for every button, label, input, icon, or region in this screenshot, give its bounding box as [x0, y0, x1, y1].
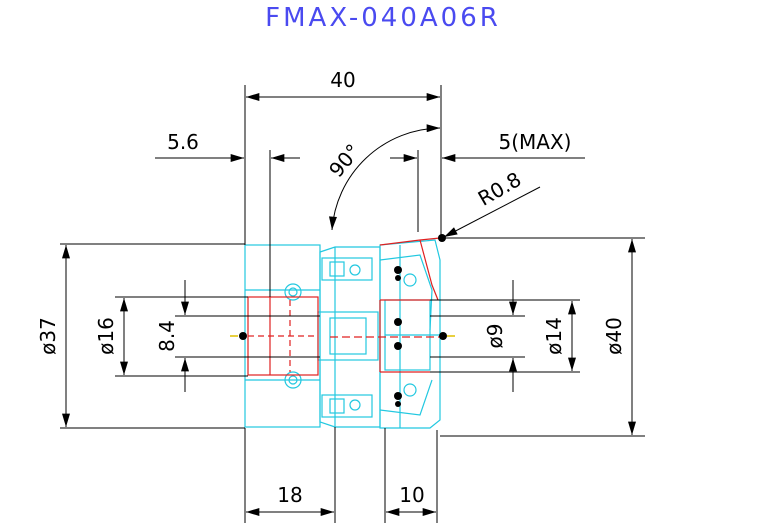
label-corner-radius: R0.8: [474, 167, 526, 211]
label-keyway: 8.4: [155, 320, 179, 352]
bore-outline: [247, 237, 441, 376]
label-angle: 90°: [324, 139, 365, 182]
label-insert-width: 10: [399, 483, 424, 507]
label-max-depth: 5(MAX): [499, 130, 572, 154]
label-cut-diameter: ø40: [602, 317, 626, 355]
label-body-diameter: ø37: [36, 317, 60, 355]
centre-marks: [230, 234, 455, 407]
label-bore-depth: 18: [277, 483, 302, 507]
label-left-offset: 5.6: [167, 130, 199, 154]
dim-arc-angle: [328, 124, 441, 231]
label-hub-diameter: ø14: [542, 317, 566, 355]
label-bore-diameter: ø16: [94, 317, 118, 355]
label-inner-diameter: ø9: [483, 324, 507, 349]
tool-body-outline: [244, 239, 441, 429]
label-overall-length: 40: [330, 68, 355, 92]
drawing-title: FMAX-040A06R: [265, 3, 501, 33]
